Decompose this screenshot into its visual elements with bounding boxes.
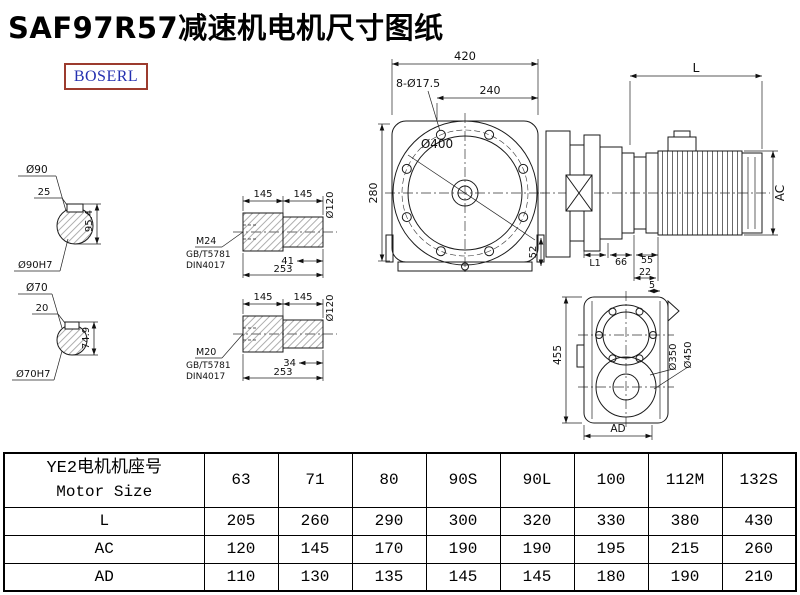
- thread-m20-label: M20: [196, 347, 216, 358]
- dim-22-label: 22: [639, 267, 651, 278]
- dim-dia400-label: Ø400: [421, 137, 453, 151]
- size-col-132s: 132S: [721, 452, 797, 508]
- dim-145b-label: 145: [293, 189, 312, 200]
- dim-240-label: 240: [480, 84, 501, 97]
- key-width-25-label: 25: [38, 187, 51, 198]
- table-cell: 260: [277, 506, 353, 536]
- page-title: SAF97R57减速机电机尺寸图纸: [8, 11, 444, 45]
- fit-70h7-label: Ø70H7: [16, 368, 50, 380]
- brand-logo: BOSERL: [64, 63, 148, 90]
- dia120-label-2: Ø120: [324, 295, 336, 322]
- dim-145c-label: 145: [253, 292, 272, 303]
- table-cell: 170: [351, 534, 427, 564]
- row-label-AD: AD: [3, 562, 205, 592]
- key-width-20-label: 20: [36, 303, 49, 314]
- table-cell: 190: [425, 534, 501, 564]
- motor-body-fins: [657, 150, 743, 236]
- dim-55-label: 55: [641, 255, 653, 266]
- technical-drawing: Ø400 420 240 8-Ø17.5 280 52: [12, 49, 787, 440]
- table-cell: 195: [573, 534, 649, 564]
- table-cell: 330: [573, 506, 649, 536]
- thread-m24-label: M24: [196, 236, 216, 247]
- table-cell: 130: [277, 562, 353, 592]
- dim-L1-label: L1: [589, 258, 600, 269]
- dim-253-label-1: 253: [273, 264, 292, 275]
- size-col-80: 80: [351, 452, 427, 508]
- dim-66-label: 66: [615, 257, 627, 268]
- table-cell: 430: [721, 506, 797, 536]
- dim-L-label: L: [693, 60, 700, 75]
- terminal-box: [667, 136, 697, 152]
- size-col-90l: 90L: [499, 452, 575, 508]
- table-cell: 215: [647, 534, 723, 564]
- table-cell: 110: [203, 562, 279, 592]
- table-header-row: YE2电机机座号 Motor Size 63 71 80 90S 90L 100…: [3, 452, 797, 508]
- size-col-90s: 90S: [425, 452, 501, 508]
- size-col-63: 63: [203, 452, 279, 508]
- table-row-L: L 205 260 290 300 320 330 380 430: [3, 506, 797, 536]
- table-cell: 260: [721, 534, 797, 564]
- dim-AC-label: AC: [773, 185, 787, 201]
- table-row-AD: AD 110 130 135 145 145 180 190 210: [3, 562, 797, 592]
- size-col-112m: 112M: [647, 452, 723, 508]
- key-height-95-label: 95.4: [84, 210, 95, 232]
- coupling-box: [565, 174, 593, 212]
- table-cell: 190: [647, 562, 723, 592]
- shaft-end-view-90: Ø90 25 95.4 Ø90H7: [14, 164, 101, 272]
- dim-dia350-label: Ø350: [667, 344, 679, 371]
- key-height-74-label: 74.9: [81, 327, 92, 349]
- table-cell: 290: [351, 506, 427, 536]
- std-din-label-1: DIN4017: [186, 261, 225, 271]
- dim-455-label: 455: [552, 345, 564, 365]
- table-cell: 135: [351, 562, 427, 592]
- dim-145a-label: 145: [253, 189, 272, 200]
- holes-note-label: 8-Ø17.5: [396, 77, 440, 90]
- dim-41-label: 41: [281, 256, 294, 267]
- shaft-side-view-1: 145 145 Ø120 M24 GB/T5781 DIN4017 41 253: [186, 189, 337, 278]
- motor: [645, 130, 763, 236]
- table-cell: 145: [425, 562, 501, 592]
- dim-280-label: 280: [367, 183, 380, 204]
- dim-420-label: 420: [454, 49, 476, 63]
- std-gb-label-2: GB/T5781: [186, 361, 231, 371]
- std-gb-label-1: GB/T5781: [186, 250, 231, 260]
- fit-90h7-label: Ø90H7: [18, 259, 52, 271]
- motor-dimension-table: YE2电机机座号 Motor Size 63 71 80 90S 90L 100…: [3, 452, 797, 592]
- output-flange-view: 455 Ø350 Ø450 AD: [552, 291, 694, 440]
- table-cell: 320: [499, 506, 575, 536]
- table-row-AC: AC 120 145 170 190 190 195 215 260: [3, 534, 797, 564]
- dim-AD-label: AD: [610, 423, 625, 435]
- dim-34-label: 34: [283, 358, 296, 369]
- table-cell: 190: [499, 534, 575, 564]
- fan-cover: [741, 152, 763, 234]
- table-cell: 145: [277, 534, 353, 564]
- shaft-end-view-70: Ø70 20 74.9 Ø70H7: [12, 282, 98, 381]
- size-col-71: 71: [277, 452, 353, 508]
- size-col-100: 100: [573, 452, 649, 508]
- dia90-label: Ø90: [26, 164, 48, 176]
- dim-253-label-2: 253: [273, 367, 292, 378]
- front-view: Ø400 420 240 8-Ø17.5 280 52: [367, 49, 545, 275]
- table-cell: 145: [499, 562, 575, 592]
- motor-size-header-cn: YE2电机机座号: [46, 459, 163, 479]
- motor-size-header-en: Motor Size: [56, 483, 153, 502]
- table-cell: 205: [203, 506, 279, 536]
- table-cell: 120: [203, 534, 279, 564]
- dim-145d-label: 145: [293, 292, 312, 303]
- motor-size-header: YE2电机机座号 Motor Size: [3, 452, 205, 508]
- row-label-L: L: [3, 506, 205, 536]
- table-cell: 210: [721, 562, 797, 592]
- row-label-AC: AC: [3, 534, 205, 564]
- dim-52-label: 52: [528, 246, 539, 259]
- table-cell: 380: [647, 506, 723, 536]
- dim-dia450-label: Ø450: [682, 342, 694, 369]
- dia70-label: Ø70: [26, 282, 48, 294]
- std-din-label-2: DIN4017: [186, 372, 225, 382]
- side-view: L AC L1 66 55 22 5: [540, 60, 787, 294]
- table-cell: 180: [573, 562, 649, 592]
- dia120-label-1: Ø120: [324, 192, 336, 219]
- dim-5-label: 5: [649, 280, 655, 291]
- table-cell: 300: [425, 506, 501, 536]
- shaft-side-view-2: 145 145 Ø120 M20 GB/T5781 DIN4017 34 253: [186, 292, 337, 382]
